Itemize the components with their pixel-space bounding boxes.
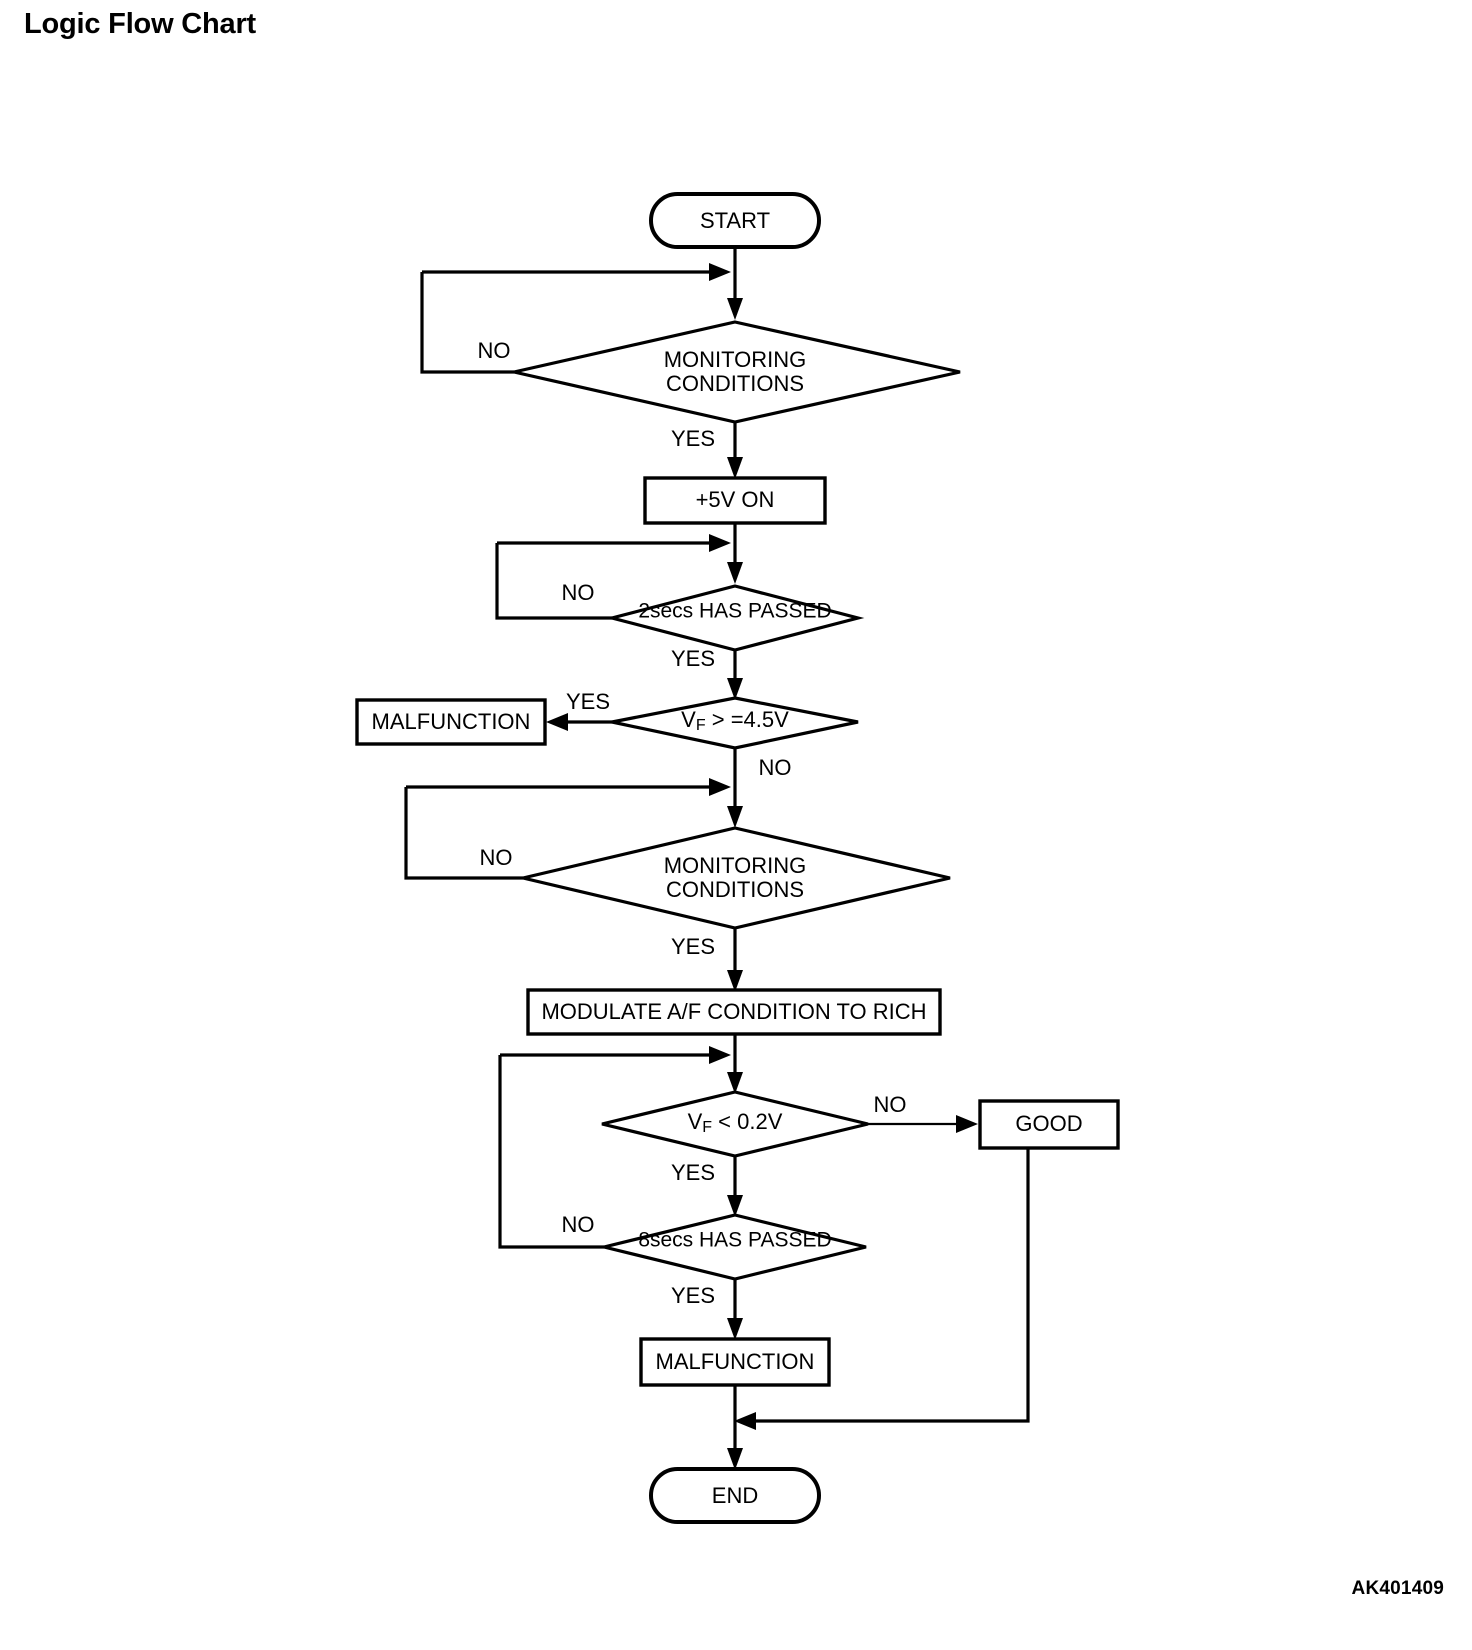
node-secs8-has-passed[interactable]: 8secs HAS PASSED — [603, 1213, 867, 1281]
vf02-yes-label: YES — [671, 1160, 715, 1185]
edge-secs8-to-malfunction2 — [727, 1279, 743, 1340]
vf02-subscript: F — [702, 1119, 712, 1136]
monitoring1-label-line1: MONITORING — [664, 347, 807, 372]
vf02-suffix: < 0.2V — [712, 1109, 783, 1134]
edge-modulate-to-vf02 — [727, 1034, 743, 1094]
vf45-subscript: F — [696, 717, 706, 734]
secs8-label: 8secs HAS PASSED — [638, 1229, 831, 1252]
monitoring1-yes-label: YES — [671, 426, 715, 451]
monitoring2-no-label: NO — [480, 845, 513, 870]
edge-vf02-yes-to-secs8 — [727, 1156, 743, 1217]
node-monitoring-conditions-1[interactable]: MONITORING CONDITIONS — [513, 320, 961, 424]
good-label: GOOD — [1015, 1111, 1082, 1136]
vf45-prefix: V — [681, 707, 696, 732]
node-secs2-has-passed[interactable]: 2secs HAS PASSED — [605, 584, 865, 652]
page-title: Logic Flow Chart — [24, 8, 257, 40]
node-malfunction-1[interactable]: MALFUNCTION — [355, 698, 547, 746]
edge-monitoring1-no-loop — [420, 263, 731, 374]
secs8-yes-label: YES — [671, 1283, 715, 1308]
edge-secs2-to-vf45 — [727, 650, 743, 700]
malfunction2-label: MALFUNCTION — [656, 1349, 815, 1374]
malfunction1-shape — [355, 698, 547, 746]
end-shape — [649, 1467, 821, 1524]
edge-secs2-no-loop — [495, 534, 731, 620]
monitoring1-label-line2: CONDITIONS — [666, 371, 804, 396]
vf45-suffix: > =4.5V — [706, 707, 790, 732]
edge-vf45-yes-to-malfunction1 — [546, 713, 612, 731]
node-start[interactable]: START — [649, 192, 821, 249]
secs2-no-label: NO — [562, 580, 595, 605]
vf45-no-label: NO — [759, 755, 792, 780]
monitoring2-yes-label: YES — [671, 934, 715, 959]
edge-monitoring1-to-v5on — [727, 422, 743, 479]
vf45-label: VF > =4.5V — [681, 707, 789, 734]
secs2-label: 2secs HAS PASSED — [638, 600, 831, 623]
edge-monitoring2-no-loop — [404, 778, 731, 880]
node-v5-on[interactable]: +5V ON — [643, 476, 827, 525]
figure-id-label: AK401409 — [1351, 1578, 1444, 1599]
node-end[interactable]: END — [649, 1467, 821, 1524]
secs8-no-label: NO — [562, 1212, 595, 1237]
edge-start-to-monitoring1 — [727, 247, 743, 320]
edge-vf02-no-to-good — [868, 1115, 978, 1133]
malfunction1-label: MALFUNCTION — [372, 709, 531, 734]
vf45-yes-label: YES — [566, 689, 610, 714]
v5on-label: +5V ON — [696, 487, 775, 512]
node-vf-lt-0p2v[interactable]: VF < 0.2V — [601, 1090, 869, 1158]
modulate-label: MODULATE A/F CONDITION TO RICH — [541, 999, 926, 1024]
monitoring2-label-line2: CONDITIONS — [666, 877, 804, 902]
node-malfunction-2[interactable]: MALFUNCTION — [639, 1337, 831, 1387]
vf02-no-label: NO — [874, 1092, 907, 1117]
start-label: START — [700, 208, 770, 233]
edge-good-to-end-merge — [734, 1148, 1030, 1430]
secs2-yes-label: YES — [671, 646, 715, 671]
node-vf-ge-4p5v[interactable]: VF > =4.5V — [611, 696, 859, 750]
v5on-shape — [643, 476, 827, 525]
vf02-label: VF < 0.2V — [688, 1109, 783, 1136]
monitoring2-label-line1: MONITORING — [664, 853, 807, 878]
good-shape — [978, 1099, 1120, 1150]
edge-monitoring2-to-modulate — [727, 928, 743, 992]
end-label: END — [712, 1483, 758, 1508]
modulate-shape — [526, 988, 942, 1036]
monitoring1-no-label: NO — [478, 338, 511, 363]
edge-malfunction2-to-end — [727, 1385, 743, 1470]
vf02-prefix: V — [688, 1109, 703, 1134]
node-modulate-af-condition[interactable]: MODULATE A/F CONDITION TO RICH — [526, 988, 942, 1036]
edge-v5on-to-secs2 — [727, 523, 743, 584]
malfunction2-shape — [639, 1337, 831, 1387]
edge-secs8-no-loop — [498, 1046, 731, 1249]
edge-vf45-no-to-monitoring2 — [727, 748, 743, 828]
node-monitoring-conditions-2[interactable]: MONITORING CONDITIONS — [522, 826, 951, 930]
node-good[interactable]: GOOD — [978, 1099, 1120, 1150]
